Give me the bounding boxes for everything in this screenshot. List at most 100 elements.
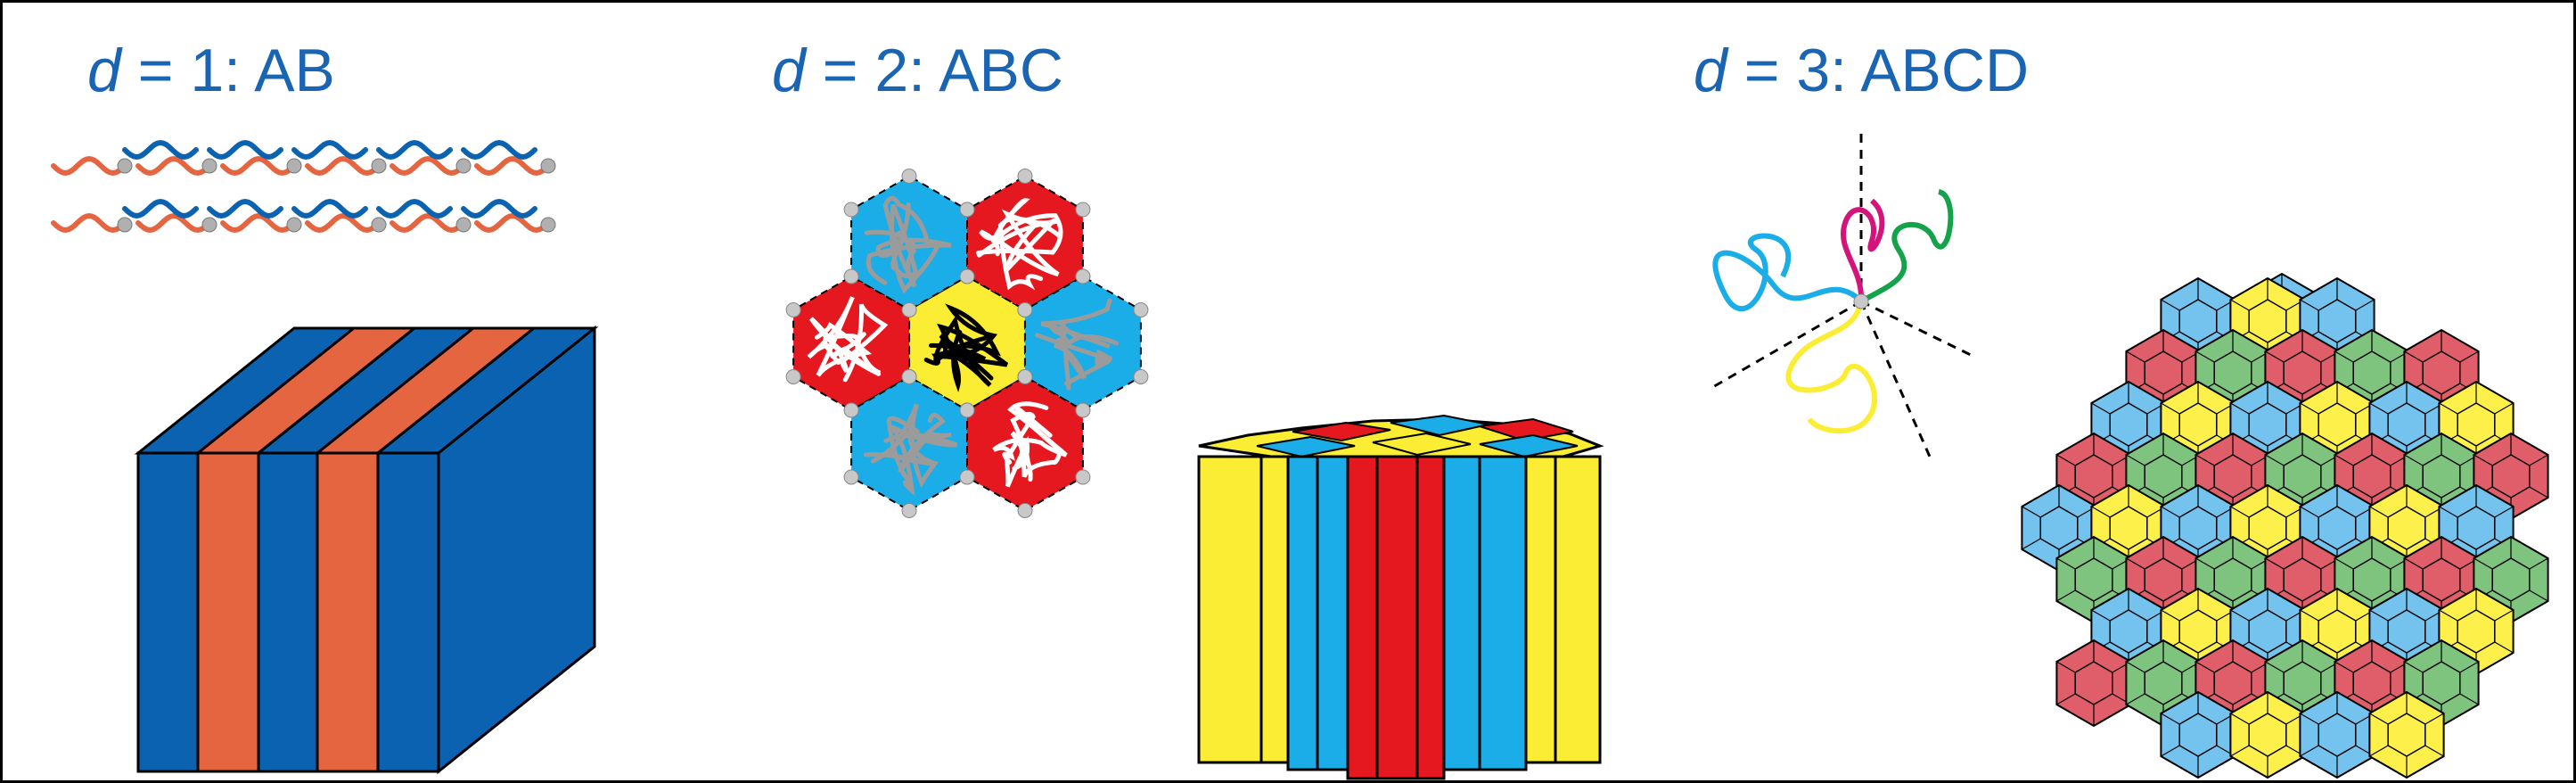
title-d2: d = 2: ABC [772,37,1063,104]
polyhedron-edge [2091,402,2111,415]
polyhedron-edge [2195,454,2215,466]
polymer-strand [1040,298,1112,391]
polymer-strand [866,230,952,285]
column-face [1478,455,1528,771]
polyhedron-edge [2230,402,2250,415]
junction-point [455,217,472,233]
title-d3-label: ABCD [1860,37,2029,104]
polyhedron-edge [2494,506,2514,518]
junction-point [1133,302,1149,317]
title-d3: d = 3: ABCD [1694,37,2029,104]
polyhedron-edge [2369,402,2389,415]
junction-point [201,217,217,233]
polymer-strand [883,416,958,497]
polyhedron-edge [2529,454,2548,466]
polyhedron-edge [2265,557,2285,570]
junction-point [959,402,975,418]
orange-chain [305,212,381,234]
lamella-side [437,325,596,775]
polyhedron-edge [2473,454,2493,466]
blue-chain [461,139,537,161]
orange-chain [474,212,551,234]
polyhedron-edge [2334,454,2354,466]
column-top-cell [1479,433,1579,458]
polyhedron-edge [2161,745,2180,757]
polyhedron-edge [2265,661,2285,673]
column-face [1554,455,1602,764]
dashed-axis [1860,300,1975,359]
column-face [1286,455,1319,771]
polyhedron-edge [2265,350,2285,363]
green-arm [1859,189,1954,304]
panel-d2 [785,169,1604,780]
polyhedron-edge [2230,506,2250,518]
title-d1-var: d [87,37,123,104]
polyhedron-edge [2161,402,2180,415]
column-face [1442,455,1481,771]
polyhedron-edge [2369,506,2389,518]
column-top-cell [1372,432,1472,457]
junction-point [1017,503,1033,518]
polyhedron-edge [2022,538,2041,550]
polyhedron-edge [2056,693,2076,705]
polyhedron-edge [2056,454,2076,466]
junction-point [843,402,859,418]
polyhedron-edge [2022,506,2041,518]
orange-chain [51,155,127,177]
junction-point [843,202,859,218]
blue-chain [291,198,368,219]
column-face [1197,455,1263,764]
polyhedron-edge [2334,661,2354,673]
column-face [1524,455,1557,764]
polyhedron-edge [2195,350,2215,363]
polyhedron-edge [2494,402,2514,415]
junction-point [117,158,133,174]
panel-d3 [1710,134,2549,779]
blue-chain [461,198,537,219]
polyhedron-edge [2459,693,2479,705]
junction-point [1075,469,1091,485]
polyhedron-edge [2424,745,2444,757]
title-d1-label: AB [254,37,335,104]
column-face [1375,455,1419,780]
polyhedron-edge [2494,641,2514,654]
polymer-strand [870,413,952,474]
polyhedron-edge [2300,506,2319,518]
polyhedron-edge [2265,454,2285,466]
orange-chain [474,155,551,177]
junction-point [371,158,387,174]
junction-point [901,369,917,384]
junction-point [540,217,556,233]
polyhedron-edge [2126,661,2145,673]
polyhedron-edge [2355,299,2375,311]
junction-point [117,217,133,233]
junction-point [1017,169,1033,184]
junction-point [455,158,472,174]
orange-chain [220,212,297,234]
polyhedron-edge [2424,713,2444,725]
column-face [1346,455,1379,780]
junction-point [1017,302,1033,317]
polyhedron-edge [2230,299,2250,311]
blue-chain [122,198,199,219]
polyhedron-edge [2195,661,2215,673]
polyhedron-edge [2529,486,2548,499]
lamella-front [376,451,440,773]
polyhedron-edge [2369,609,2389,622]
blue-arm [1712,233,1864,312]
junction-point [901,302,917,317]
polyhedron-edge [2334,350,2354,363]
polyhedron-edge [2494,609,2514,622]
dashed-axis [1859,301,1932,457]
junction-point [1075,402,1091,418]
blue-chain [207,139,283,161]
polymer-strand [807,296,873,377]
polyhedron-edge [2439,609,2458,622]
polymer-strand [863,403,939,488]
junction-point [959,202,975,218]
junction-point [1133,369,1149,384]
orange-chain [390,155,466,177]
lamella-front [257,451,319,773]
